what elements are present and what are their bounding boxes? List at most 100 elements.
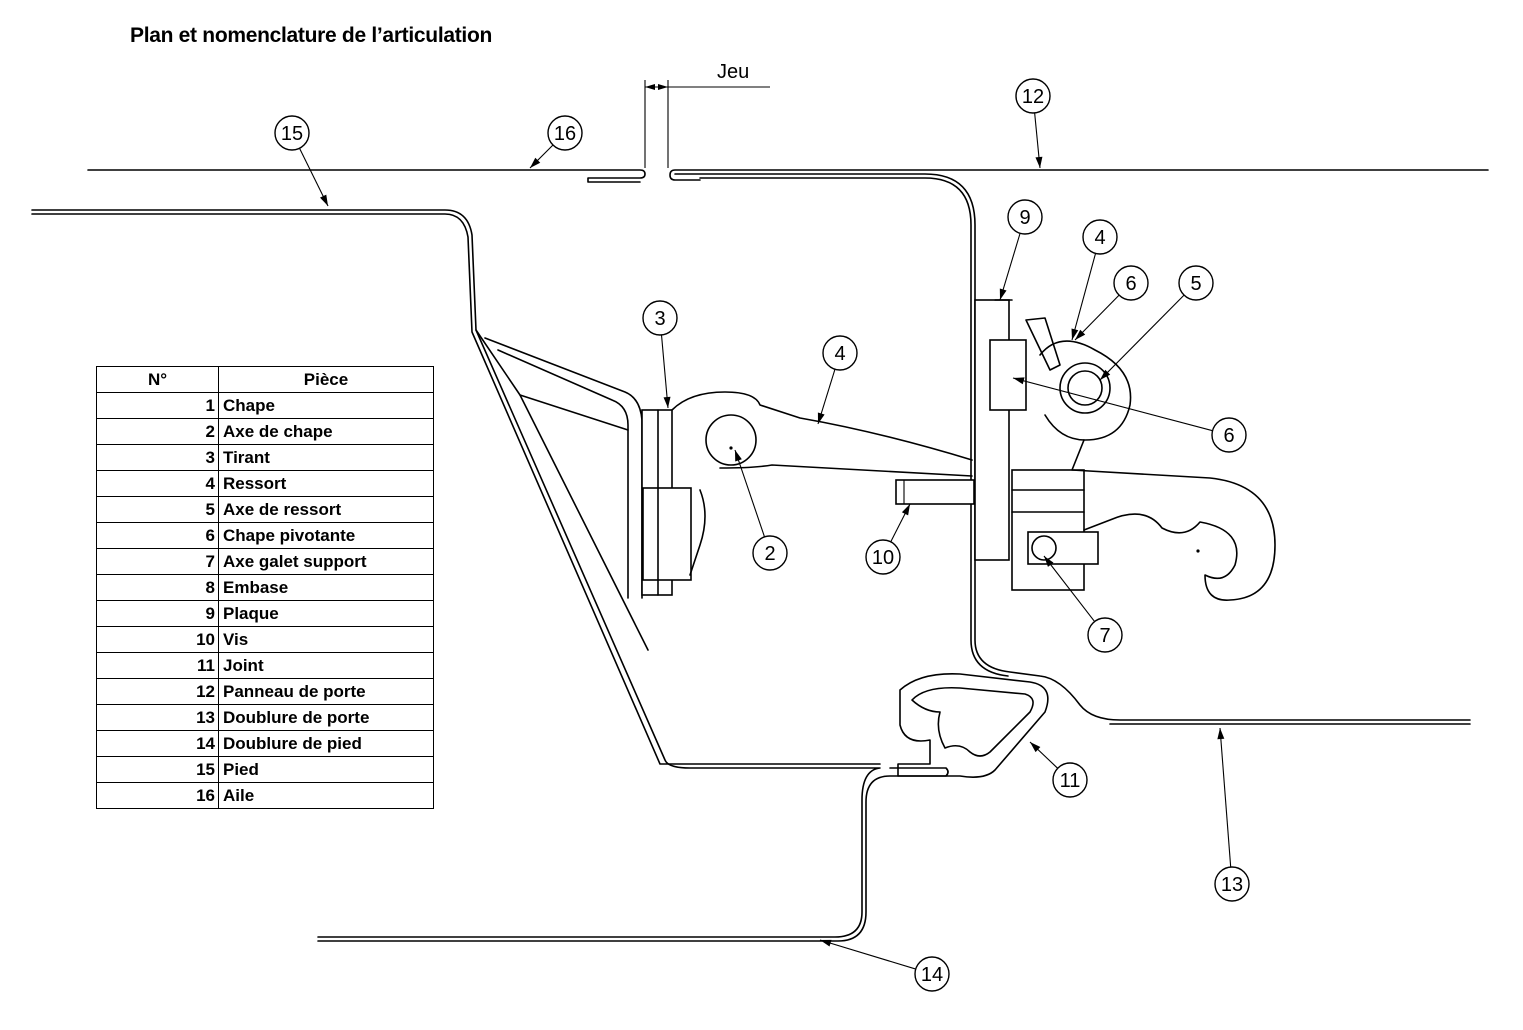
callout-balloon: 16 bbox=[529, 115, 583, 169]
callout-balloon: 9 bbox=[999, 199, 1043, 301]
callout-number: 2 bbox=[764, 543, 775, 565]
part-screw bbox=[895, 479, 975, 505]
callout-arrowhead bbox=[1100, 369, 1111, 380]
callout-balloon: 4 bbox=[817, 335, 858, 425]
callout-arrowhead bbox=[530, 157, 541, 168]
callout-balloon: 11 bbox=[1029, 741, 1088, 798]
callout-circle bbox=[642, 300, 678, 336]
part-name: Pied bbox=[218, 756, 434, 783]
callout-leader bbox=[1219, 727, 1232, 868]
part-name: Chape bbox=[218, 392, 434, 419]
part-name: Panneau de porte bbox=[218, 678, 434, 705]
part-wing bbox=[87, 169, 646, 183]
part-number: 11 bbox=[96, 652, 219, 679]
part-plate-mechanism bbox=[974, 299, 1099, 591]
callout-balloon: 15 bbox=[274, 115, 329, 207]
callout-arrowhead bbox=[817, 412, 825, 424]
callout-balloon: 14 bbox=[819, 939, 950, 992]
part-name: Doublure de porte bbox=[218, 704, 434, 731]
part-name: Axe galet support bbox=[218, 548, 434, 575]
callout-circle bbox=[1211, 417, 1247, 453]
part-strut bbox=[475, 329, 692, 651]
callout-number: 16 bbox=[554, 123, 576, 145]
callout-leader bbox=[819, 939, 916, 970]
part-name: Aile bbox=[218, 782, 434, 809]
parts-table-header-row: N° Pièce bbox=[96, 366, 434, 393]
part-number: 4 bbox=[96, 470, 219, 497]
part-name: Ressort bbox=[218, 470, 434, 497]
callout-circle bbox=[1087, 617, 1123, 653]
part-name: Axe de ressort bbox=[218, 496, 434, 523]
callout-number: 14 bbox=[921, 964, 943, 986]
part-name: Axe de chape bbox=[218, 418, 434, 445]
drawing-title: Plan et nomenclature de l’articulation bbox=[130, 24, 493, 47]
callout-leader bbox=[734, 449, 766, 538]
part-name: Joint bbox=[218, 652, 434, 679]
callout-leader bbox=[1043, 555, 1096, 622]
gap-label: Jeu bbox=[717, 61, 749, 83]
callout-circle bbox=[1113, 265, 1149, 301]
part-seal bbox=[897, 673, 1049, 778]
callout-circle bbox=[914, 956, 950, 992]
callout-balloon: 3 bbox=[642, 300, 678, 409]
callout-arrowhead bbox=[1217, 728, 1225, 740]
callout-leader bbox=[999, 233, 1021, 301]
callout-leader bbox=[1012, 377, 1213, 432]
part-name: Doublure de pied bbox=[218, 730, 434, 757]
callout-arrowhead bbox=[663, 396, 671, 408]
callout-number: 9 bbox=[1019, 207, 1030, 229]
part-number: 12 bbox=[96, 678, 219, 705]
callout-arrowhead bbox=[735, 450, 742, 462]
part-number: 14 bbox=[96, 730, 219, 757]
part-name: Vis bbox=[218, 626, 434, 653]
callout-arrowhead bbox=[999, 288, 1007, 300]
callout-leader bbox=[660, 334, 669, 409]
callout-circle bbox=[752, 535, 788, 571]
callout-balloon: 6 bbox=[1074, 265, 1149, 341]
part-spring-arm bbox=[671, 391, 973, 576]
callout-circle bbox=[1214, 866, 1250, 902]
callout-arrowhead bbox=[1030, 742, 1041, 753]
callout-number: 12 bbox=[1022, 86, 1044, 108]
callout-circle bbox=[1007, 199, 1043, 235]
part-number: 2 bbox=[96, 418, 219, 445]
callout-number: 4 bbox=[834, 343, 845, 365]
callout-arrowhead bbox=[1071, 328, 1079, 340]
part-number: 5 bbox=[96, 496, 219, 523]
part-number: 16 bbox=[96, 782, 219, 809]
part-pillar bbox=[31, 209, 949, 942]
callout-circle bbox=[274, 115, 310, 151]
callout-number: 5 bbox=[1190, 273, 1201, 295]
part-name: Chape pivotante bbox=[218, 522, 434, 549]
callout-balloon: 10 bbox=[865, 503, 911, 575]
callout-number: 15 bbox=[281, 123, 303, 145]
callout-arrowhead bbox=[1013, 377, 1025, 385]
part-number: 6 bbox=[96, 522, 219, 549]
callout-balloon: 13 bbox=[1214, 727, 1250, 902]
callout-circle bbox=[865, 539, 901, 575]
parts-table-header-part: Pièce bbox=[218, 366, 434, 393]
parts-table-header-number: N° bbox=[96, 366, 219, 393]
callout-leader bbox=[1071, 253, 1097, 341]
part-number: 7 bbox=[96, 548, 219, 575]
callout-number: 6 bbox=[1223, 425, 1234, 447]
part-door-panel bbox=[669, 169, 1489, 725]
callout-arrowhead bbox=[1044, 556, 1054, 567]
gap-dimension: Jeu bbox=[644, 61, 770, 168]
part-number: 1 bbox=[96, 392, 219, 419]
part-number: 13 bbox=[96, 704, 219, 731]
callout-number: 10 bbox=[872, 547, 894, 569]
part-number: 9 bbox=[96, 600, 219, 627]
